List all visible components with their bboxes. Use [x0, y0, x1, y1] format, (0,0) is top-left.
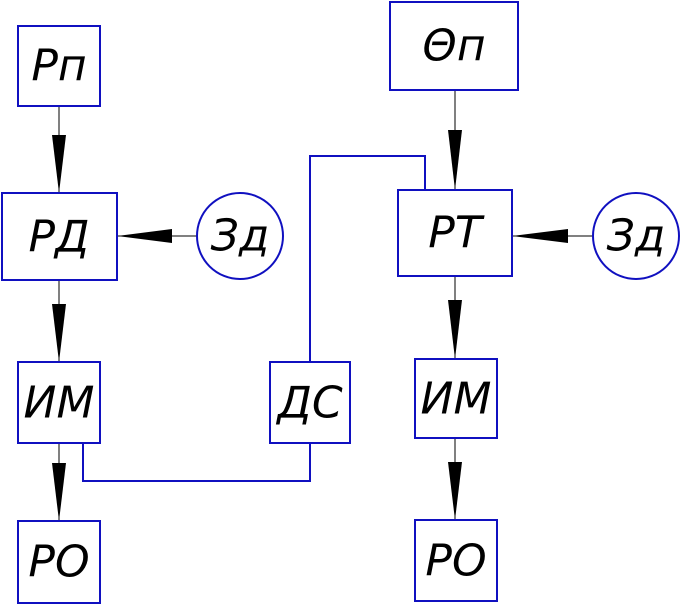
block-rd: РД — [1, 192, 118, 281]
block-label: РО — [425, 536, 486, 587]
block-im-left: ИМ — [17, 361, 101, 444]
block-label: Зд — [211, 211, 270, 262]
connector-ds-rt — [309, 155, 426, 362]
block-thetap: Θп — [389, 1, 519, 91]
block-label: Зд — [607, 211, 666, 262]
arrow-down-icon — [52, 135, 66, 193]
block-ro-right: РО — [414, 519, 498, 602]
block-label: Рп — [31, 41, 86, 92]
circle-zd-right: Зд — [592, 192, 680, 280]
arrow-down-icon — [448, 462, 462, 520]
block-im-right: ИМ — [414, 358, 498, 439]
block-rt: РТ — [397, 189, 513, 277]
block-label: РО — [28, 537, 89, 588]
arrow-down-icon — [448, 300, 462, 359]
block-label: РТ — [428, 208, 485, 259]
arrow-left-icon — [512, 229, 568, 243]
block-ds: ДС — [269, 361, 351, 444]
block-label: ИМ — [421, 374, 492, 425]
block-label: ДС — [275, 378, 342, 429]
arrowheads — [52, 130, 568, 521]
block-label: ИМ — [24, 378, 95, 429]
connector-im-ds — [82, 443, 311, 482]
arrow-down-icon — [52, 463, 66, 521]
arrow-down-icon — [448, 130, 462, 190]
block-ro-left: РО — [17, 520, 101, 604]
block-label: РД — [29, 212, 90, 263]
block-rp: Рп — [17, 25, 101, 107]
connectors — [58, 90, 593, 521]
block-label: Θп — [422, 21, 485, 72]
arrow-left-icon — [117, 229, 172, 243]
circle-zd-left: Зд — [196, 192, 284, 280]
arrow-down-icon — [52, 304, 66, 362]
